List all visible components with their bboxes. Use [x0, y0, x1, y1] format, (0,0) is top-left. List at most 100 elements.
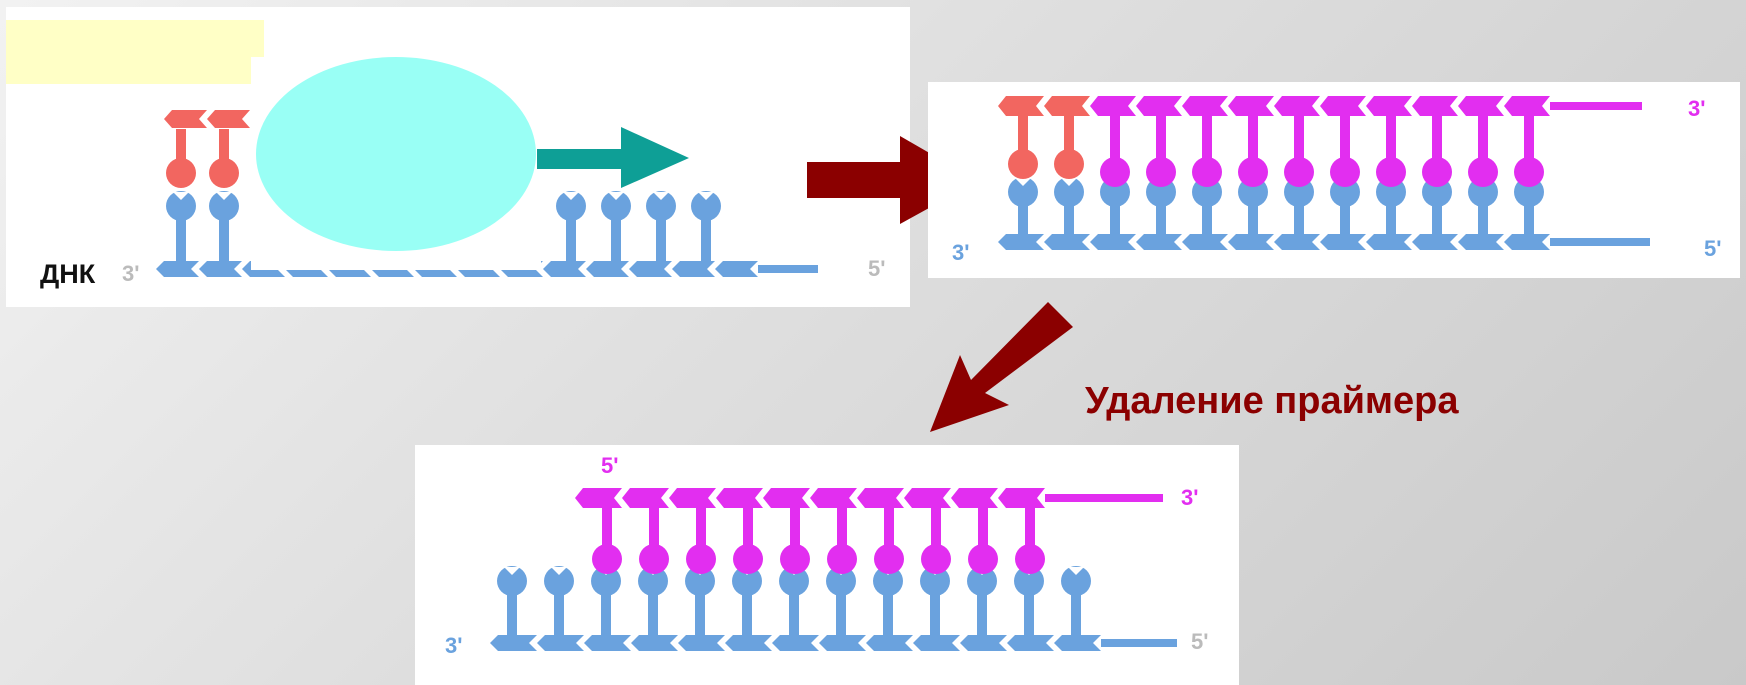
base-stem: [1064, 116, 1074, 158]
base-notch: [216, 192, 232, 200]
primer-removal-caption: Удаление праймера: [1085, 380, 1459, 422]
base-head: [209, 158, 239, 188]
base-stem: [977, 587, 987, 637]
backbone-segment: [622, 488, 669, 508]
backbone-segment: [1228, 96, 1274, 116]
backbone-segment: [584, 635, 631, 651]
base-notch: [173, 192, 189, 200]
base-head: [780, 544, 810, 574]
three-prime-label-new-3: 3': [1181, 485, 1198, 510]
backbone-segment: [629, 261, 672, 277]
panel-2-drawing: 3' 5' 3': [952, 96, 1721, 265]
base-stem: [176, 212, 186, 263]
backbone-segment: [1044, 96, 1090, 116]
base-stem: [1386, 116, 1396, 166]
base-notch: [1068, 567, 1084, 575]
backbone-segment: [1320, 234, 1366, 250]
backbone-segment: [678, 635, 725, 651]
base-stem: [554, 587, 564, 637]
backbone-segment: [1090, 234, 1136, 250]
base-head: [1330, 157, 1360, 187]
backbone-segment: [1458, 234, 1504, 250]
base-head: [779, 566, 809, 596]
base-stem: [1294, 116, 1304, 166]
base-head: [920, 566, 950, 596]
base-stem: [1202, 116, 1212, 166]
strand-tail: [1045, 494, 1163, 502]
base-notch: [608, 192, 624, 200]
backbone-segment: [1274, 96, 1320, 116]
base-stem: [1018, 116, 1028, 158]
base-stem: [1340, 116, 1350, 166]
base-stem: [176, 129, 186, 167]
base-stem: [837, 508, 847, 553]
base-head: [646, 191, 676, 221]
note-box: [6, 20, 264, 84]
base-head: [968, 544, 998, 574]
base-stem: [701, 212, 711, 263]
base-head: [1061, 566, 1091, 596]
new-strand-2: [998, 96, 1642, 187]
base-stem: [601, 587, 611, 637]
base-stem: [883, 587, 893, 637]
backbone-segment: [1136, 234, 1182, 250]
base-head: [592, 544, 622, 574]
three-prime-label-new-2: 3': [1688, 96, 1705, 121]
backbone-segment: [1458, 96, 1504, 116]
base-stem: [1386, 198, 1396, 236]
base-stem: [1110, 198, 1120, 236]
base-head: [497, 566, 527, 596]
backbone-segment: [1228, 234, 1274, 250]
base-head: [685, 566, 715, 596]
backbone-segment: [156, 261, 199, 277]
base-notch: [504, 567, 520, 575]
backbone-segment: [1412, 96, 1458, 116]
backbone-segment: [1412, 234, 1458, 250]
backbone-segment: [960, 635, 1007, 651]
base-stem: [695, 587, 705, 637]
base-stem: [1340, 198, 1350, 236]
backbone-segment: [1054, 635, 1101, 651]
base-head: [686, 544, 716, 574]
base-notch: [1061, 178, 1077, 186]
backbone-segment: [1007, 635, 1054, 651]
base-head: [591, 566, 621, 596]
base-head: [1054, 177, 1084, 207]
dna-polymerase-blob: [256, 57, 536, 251]
base-stem: [789, 587, 799, 637]
base-stem: [649, 508, 659, 553]
base-stem: [1156, 116, 1166, 166]
base-head: [1054, 149, 1084, 179]
five-prime-label-new-3: 5': [601, 453, 618, 478]
base-notch: [551, 567, 567, 575]
base-head: [1015, 544, 1045, 574]
base-stem: [1524, 198, 1534, 236]
backbone-segment: [631, 635, 678, 651]
strand-tail: [758, 265, 818, 273]
backbone-segment: [1274, 234, 1320, 250]
backbone-segment: [819, 635, 866, 651]
backbone-segment: [998, 96, 1044, 116]
panel-primer-binding: ДНК 3' 5': [6, 7, 910, 307]
base-stem: [219, 129, 229, 167]
dna-label: ДНК: [40, 259, 96, 289]
base-head: [1376, 157, 1406, 187]
backbone-segment: [672, 261, 715, 277]
backbone-segment: [951, 488, 998, 508]
backbone-segment: [575, 488, 622, 508]
base-head: [873, 566, 903, 596]
base-head: [1468, 157, 1498, 187]
backbone-segment: [998, 488, 1045, 508]
backbone-segment: [669, 488, 716, 508]
base-stem: [566, 212, 576, 263]
five-prime-label-1: 5': [868, 256, 885, 281]
backbone-segment: [913, 635, 960, 651]
base-stem: [656, 212, 666, 263]
base-stem: [836, 587, 846, 637]
new-strand-3: [575, 488, 1163, 574]
base-stem: [1432, 198, 1442, 236]
backbone-segment: [199, 261, 242, 277]
base-stem: [611, 212, 621, 263]
panel-3-drawing: 5' 3' 3' 5': [445, 453, 1208, 658]
strand-tail: [1550, 102, 1642, 110]
